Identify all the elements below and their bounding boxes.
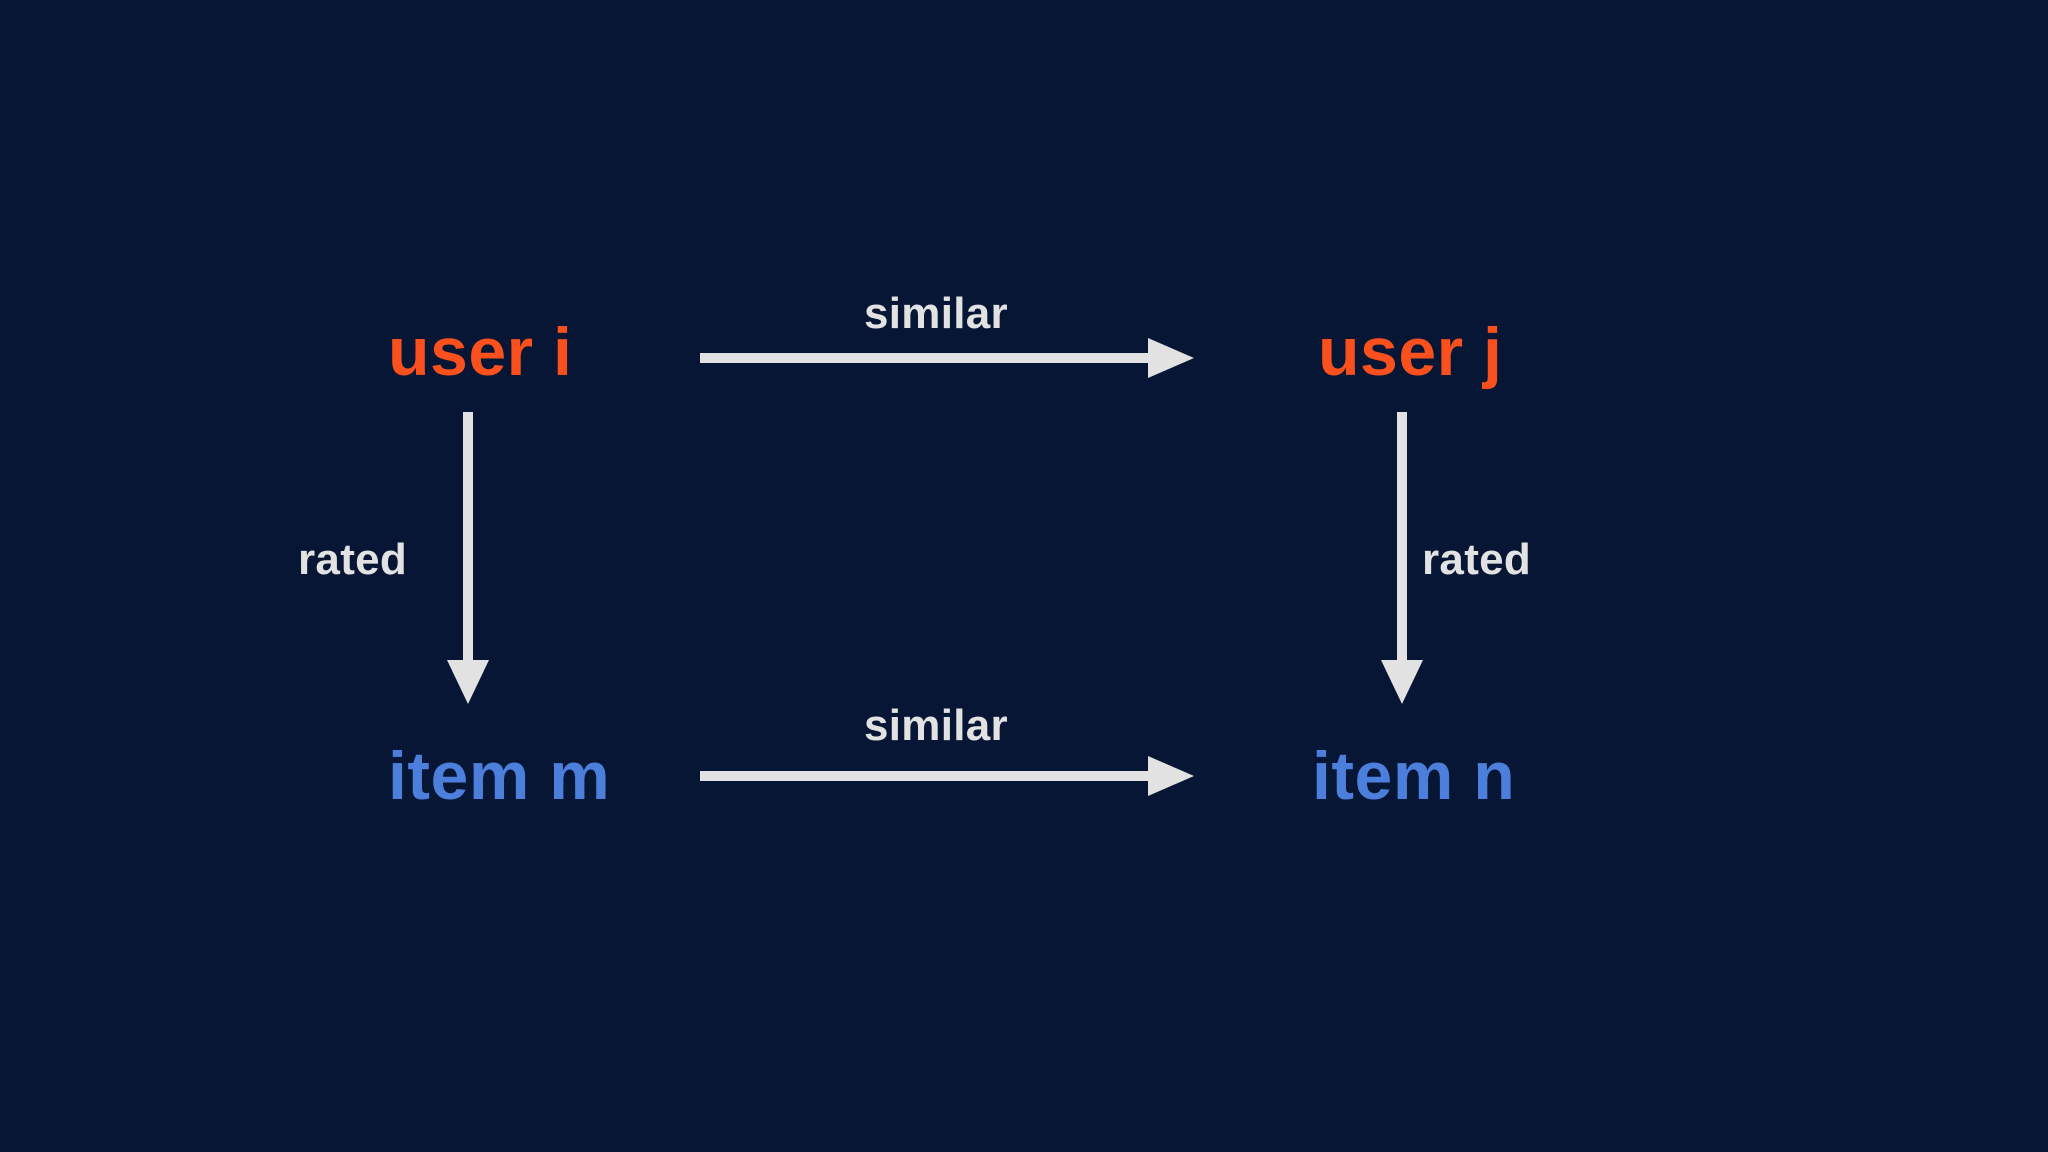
node-item-n: item n xyxy=(1312,738,1516,814)
arrow-user-similar-icon xyxy=(700,338,1194,378)
node-user-j: user j xyxy=(1318,314,1503,390)
edge-label-rated-left: rated xyxy=(298,535,408,584)
node-item-m: item m xyxy=(388,738,611,814)
node-user-i: user i xyxy=(388,314,573,390)
edge-label-user-similar: similar xyxy=(864,289,1008,338)
arrow-item-similar-icon xyxy=(700,756,1194,796)
edge-label-item-similar: similar xyxy=(864,701,1008,750)
arrow-rated-left-icon xyxy=(447,412,489,704)
arrow-rated-right-icon xyxy=(1381,412,1423,704)
edge-label-rated-right: rated xyxy=(1422,535,1532,584)
